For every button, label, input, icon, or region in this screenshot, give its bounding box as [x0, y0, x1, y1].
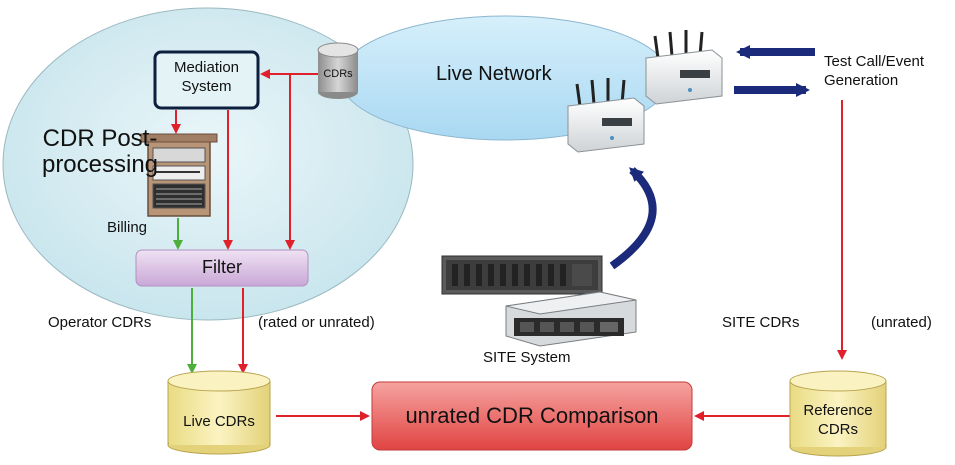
cdr-post-processing-label: CDR Post- processing [41, 125, 159, 178]
filter-box [135, 249, 309, 287]
reference-cdrs-database-icon [789, 370, 887, 457]
site-system-label: SITE System [483, 349, 571, 366]
cdrs-database-label: CDRs [323, 68, 353, 80]
site-cdrs-label: SITE CDRs [722, 314, 800, 331]
site-system-server-icon [505, 291, 637, 347]
filter-label: Filter [202, 257, 242, 277]
live-network-label: Live Network [436, 63, 552, 85]
rated-or-unrated-label: (rated or unrated) [258, 314, 375, 331]
arrow-site-to-network [609, 167, 657, 270]
operator-cdrs-label: Operator CDRs [48, 314, 152, 331]
billing-label: Billing [107, 219, 148, 236]
comparison-label: unrated CDR Comparison [405, 403, 659, 428]
live-cdrs-label: Live CDRs [183, 413, 255, 430]
cdrs-database-icon [317, 42, 359, 99]
site-system-rack-icon [441, 255, 603, 295]
test-call-generation-label: Test Call/Event Generation [824, 53, 925, 89]
reference-cdrs-label: Reference CDRs [803, 402, 873, 438]
live-cdrs-database-icon [167, 370, 271, 455]
billing-server-icon [140, 133, 218, 217]
comparison-box [371, 381, 693, 451]
test-device-icon-upper [645, 30, 723, 105]
test-device-icon-lower [567, 78, 645, 153]
mediation-system-box [153, 50, 260, 110]
unrated-label: (unrated) [871, 314, 932, 331]
mediation-system-label: Mediation System [173, 59, 240, 95]
